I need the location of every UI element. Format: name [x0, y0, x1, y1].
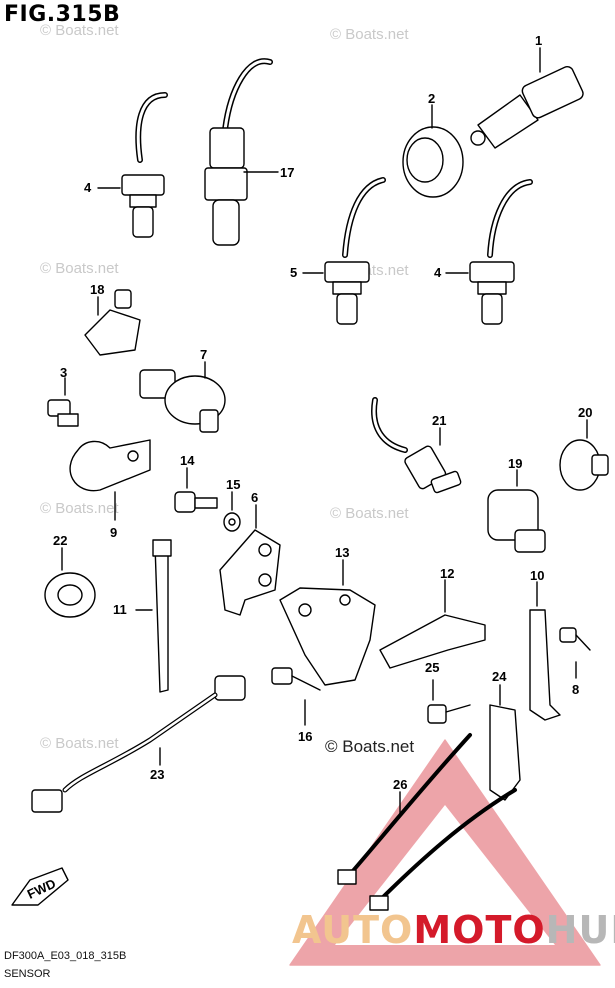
part-15-washer	[223, 491, 241, 532]
part-2-grommet	[402, 104, 464, 198]
callout-9: 9	[110, 525, 117, 540]
part-23-harness	[31, 675, 246, 813]
figure-code: DF300A_E03_018_315B	[4, 950, 127, 962]
watermark: © Boats.net	[40, 260, 119, 277]
part-16-bolt	[271, 667, 321, 726]
part-18-clip	[84, 289, 141, 356]
callout-15: 15	[226, 477, 240, 492]
callout-2: 2	[428, 91, 435, 106]
callout-21: 21	[432, 413, 446, 428]
callout-17: 17	[280, 165, 294, 180]
fwd-arrow-icon	[11, 867, 69, 906]
callout-7: 7	[200, 347, 207, 362]
callout-11: 11	[113, 602, 127, 617]
part-6-sensor	[219, 504, 281, 616]
part-20-sensor	[559, 419, 609, 491]
part-12-lever	[379, 579, 486, 669]
watermark: © Boats.net	[330, 505, 409, 522]
callout-12: 12	[440, 566, 454, 581]
part-11-cable-tie	[135, 539, 172, 693]
callout-23: 23	[150, 767, 164, 782]
watermark-main: © Boats.net	[325, 737, 415, 756]
part-1-sensor-connector	[470, 47, 584, 149]
part-26-cable	[337, 733, 517, 911]
callout-10: 10	[530, 568, 544, 583]
brand-part-hub: HUB	[545, 908, 615, 952]
part-22-grommet	[44, 547, 96, 618]
part-17-sensor	[204, 58, 279, 246]
watermark: © Boats.net	[40, 735, 119, 752]
callout-5: 5	[290, 265, 297, 280]
callout-22: 22	[53, 533, 67, 548]
callout-26: 26	[393, 777, 407, 792]
brand-part-auto: AUTO	[292, 908, 414, 952]
callout-8: 8	[572, 682, 579, 697]
callout-18: 18	[90, 282, 104, 297]
callout-6: 6	[251, 490, 258, 505]
callout-19: 19	[508, 456, 522, 471]
watermark: © Boats.net	[40, 22, 119, 39]
brand-part-moto: MOTO	[413, 908, 546, 952]
brand-logo-text: AUTOMOTOHUB	[292, 908, 615, 952]
part-4-sensor-left	[97, 92, 168, 238]
part-19-plug	[487, 469, 546, 553]
watermark: © Boats.net	[330, 26, 409, 43]
part-10-strap	[529, 581, 561, 721]
part-21-sensor	[371, 397, 462, 494]
callout-20: 20	[578, 405, 592, 420]
callout-1: 1	[535, 33, 542, 48]
part-9-clamp	[69, 439, 151, 521]
callout-3: 3	[60, 365, 67, 380]
part-8-bolt	[559, 627, 591, 679]
callout-25: 25	[425, 660, 439, 675]
part-4-sensor-right	[445, 179, 533, 325]
part-7-pressure-sensor	[139, 361, 226, 433]
watermark: © Boats.net	[40, 500, 119, 517]
part-14-bolt	[174, 467, 218, 513]
callout-4: 4	[434, 265, 442, 280]
callout-13: 13	[335, 545, 349, 560]
part-25-bolt	[427, 679, 471, 724]
callout-16: 16	[298, 729, 312, 744]
part-3-bolt	[47, 377, 79, 427]
part-13-bracket	[279, 559, 376, 686]
callout-4: 4	[84, 180, 92, 195]
figure-title: FIG.315B	[4, 2, 121, 27]
callout-14: 14	[180, 453, 195, 468]
part-5-sensor	[302, 177, 386, 325]
callout-24: 24	[492, 669, 507, 684]
figure-subtitle: SENSOR	[4, 968, 51, 980]
part-24-bracket	[489, 684, 521, 801]
